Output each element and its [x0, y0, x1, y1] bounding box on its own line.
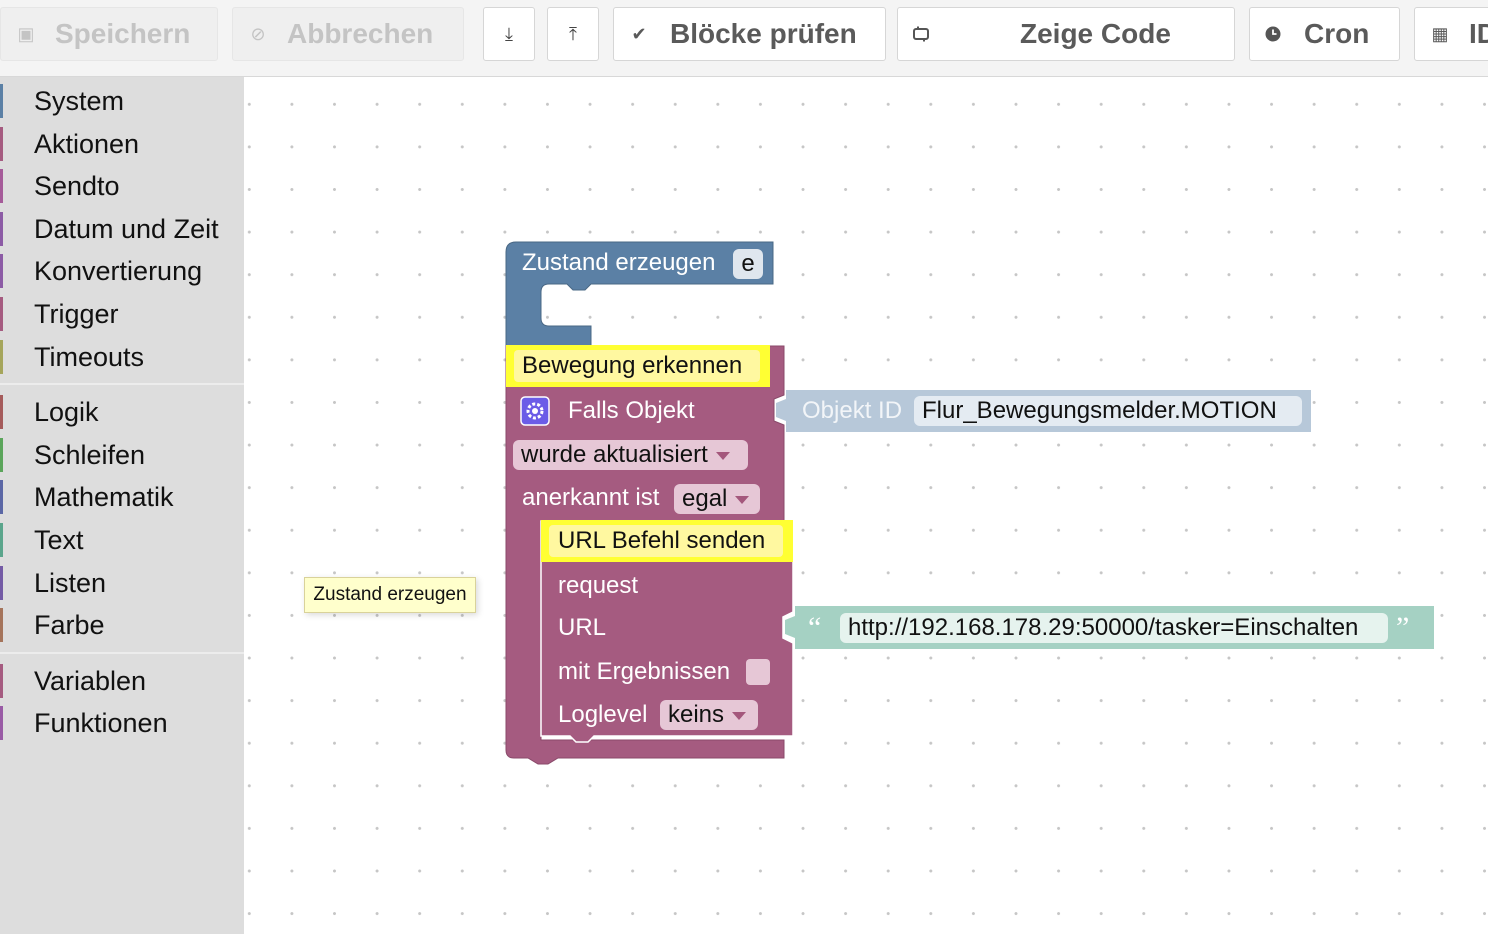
upload-button[interactable]: ⤒	[547, 7, 599, 61]
category-color-bar	[0, 663, 3, 698]
open-quote-icon: “	[808, 611, 822, 644]
category-label: Funktionen	[34, 708, 168, 739]
cron-button[interactable]: Cron	[1249, 7, 1400, 61]
category-color-bar	[0, 523, 3, 557]
category-label: Farbe	[34, 610, 105, 641]
toolbox-category-schleifen[interactable]: Schleifen	[0, 435, 244, 475]
chevron-down-icon	[735, 495, 750, 504]
object-id-label: Objekt ID	[802, 397, 903, 424]
close-quote-icon: ”	[1396, 611, 1410, 644]
toolbox-separator	[0, 651, 244, 654]
url-string-field[interactable]: http://192.168.178.29:50000/tasker=Einsc…	[840, 613, 1388, 643]
toolbox-category-konvertierung[interactable]: Konvertierung	[0, 251, 244, 291]
category-label: Aktionen	[34, 128, 140, 159]
loglevel-label: Loglevel	[558, 701, 648, 728]
category-label: Logik	[34, 397, 99, 428]
category-label: Schleifen	[34, 439, 146, 470]
category-label: Konvertierung	[34, 256, 203, 287]
category-color-bar	[0, 297, 3, 331]
toolbox-category-aktionen[interactable]: Aktionen	[0, 124, 244, 164]
category-color-bar	[0, 565, 3, 600]
category-color-bar	[0, 437, 3, 472]
category-color-bar	[0, 339, 3, 374]
toolbox-category-text[interactable]: Text	[0, 520, 244, 560]
cancel-icon: ⊘	[250, 23, 266, 44]
category-label: Datum und Zeit	[34, 213, 219, 244]
trigger-label: Falls Objekt	[568, 397, 695, 424]
comment-bewegung: Bewegung erkennen	[522, 352, 743, 379]
create-state-var-field[interactable]: e	[733, 249, 763, 279]
category-color-bar	[0, 254, 3, 289]
toolbox-category-variablen[interactable]: Variablen	[0, 661, 244, 701]
toolbox-category-funktionen[interactable]: Funktionen	[0, 703, 244, 743]
ack-dropdown[interactable]: egal	[674, 484, 760, 514]
category-label: System	[34, 86, 125, 116]
object-id-field[interactable]: Flur_Bewegungsmelder.MOTION	[914, 396, 1302, 426]
toolbox-category-logik[interactable]: Logik	[0, 392, 244, 432]
category-label: Mathematik	[34, 482, 174, 513]
toolbox-category-trigger[interactable]: Trigger	[0, 294, 244, 334]
chevron-down-icon	[732, 711, 747, 720]
category-color-bar	[0, 480, 3, 515]
toolbox-category-farbe[interactable]: Farbe	[0, 605, 244, 645]
category-color-bar	[0, 126, 3, 161]
loglevel-dropdown[interactable]: keins	[660, 700, 758, 730]
category-color-bar	[0, 395, 3, 430]
id-button[interactable]: ▦ ID	[1414, 7, 1488, 61]
category-color-bar	[0, 608, 3, 643]
url-label: URL	[558, 614, 607, 641]
check-icon: ✔	[631, 23, 647, 44]
results-label: mit Ergebnissen	[558, 658, 731, 685]
toolbox-category-timeouts[interactable]: Timeouts	[0, 337, 244, 377]
category-label: Text	[34, 525, 84, 555]
category-color-bar	[0, 84, 3, 118]
toolbox-separator	[0, 383, 244, 386]
blockly-workspace[interactable]	[244, 77, 1488, 934]
download-button[interactable]: ⤓	[483, 7, 535, 61]
download-icon: ⤓	[505, 23, 513, 44]
category-color-bar	[0, 211, 3, 246]
category-label: Variablen	[34, 665, 147, 696]
check-blocks-button[interactable]: ✔ Blöcke prüfen	[613, 7, 886, 61]
toolbar: ▣ Speichern ⊘ Abbrechen ⤓ ⤒ ✔ Blöcke prü…	[0, 0, 1488, 77]
tooltip: Zustand erzeugen	[304, 577, 476, 613]
cancel-button[interactable]: ⊘ Abbrechen	[232, 7, 464, 61]
save-button[interactable]: ▣ Speichern	[0, 7, 218, 61]
ack-label: anerkannt ist	[522, 484, 660, 511]
category-label: Timeouts	[34, 341, 145, 372]
chevron-down-icon	[715, 451, 730, 460]
toolbox-category-system[interactable]: System	[0, 81, 244, 121]
save-icon: ▣	[17, 23, 35, 44]
comment-url: URL Befehl senden	[558, 527, 766, 554]
category-color-bar	[0, 706, 3, 741]
clock-icon	[1265, 26, 1281, 42]
category-label: Sendto	[34, 171, 120, 202]
show-code-button[interactable]: Zeige Code	[897, 7, 1235, 61]
upload-icon: ⤒	[569, 23, 577, 44]
toolbox-category-mathematik[interactable]: Mathematik	[0, 477, 244, 517]
request-label: request	[558, 572, 639, 599]
list-icon: ▦	[1431, 23, 1449, 44]
code-icon	[913, 26, 929, 42]
trigger-mode-dropdown[interactable]: wurde aktualisiert	[513, 440, 748, 470]
create-state-label: Zustand erzeugen	[522, 249, 716, 276]
toolbox-category-datum-und-zeit[interactable]: Datum und Zeit	[0, 209, 244, 249]
category-label: Listen	[34, 567, 107, 598]
category-label: Trigger	[34, 299, 119, 329]
toolbox-category-listen[interactable]: Listen	[0, 563, 244, 603]
toolbox-category-sendto[interactable]: Sendto	[0, 166, 244, 206]
category-color-bar	[0, 169, 3, 204]
